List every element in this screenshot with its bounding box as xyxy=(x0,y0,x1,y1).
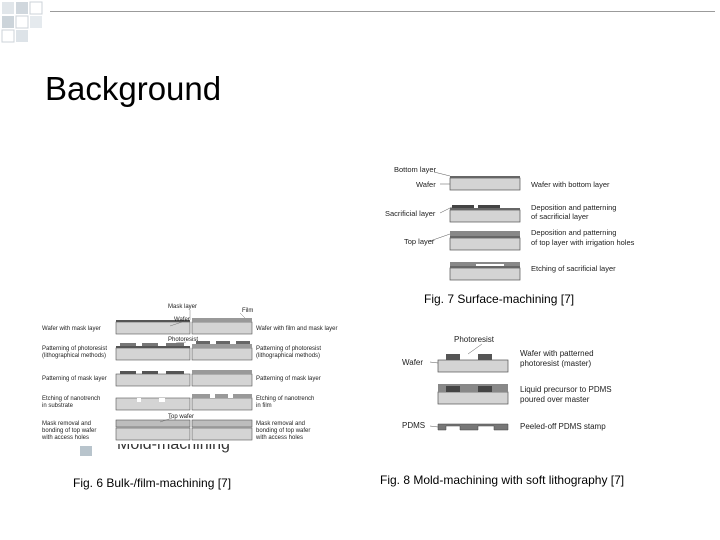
fig6-left-step5b: bonding of top wafer xyxy=(42,428,96,434)
fig6-right-step5c: with access holes xyxy=(255,435,303,441)
fig6-label-wafer: Wafer xyxy=(174,317,190,323)
fig6-left-step5c: with access holes xyxy=(41,435,89,441)
fig7-caption: Fig. 7 Surface-machining [7] xyxy=(424,292,575,306)
fig6-left-step4b: in substrate xyxy=(42,403,74,409)
corner-decoration xyxy=(1,1,43,43)
fig7-label-bottom-layer: Bottom layer xyxy=(394,165,437,174)
fig6-left-step1: Wafer with mask layer xyxy=(42,326,101,332)
fig6-right-step5a: Mask removal and xyxy=(256,421,305,427)
fig6-right-step2a: Patterning of photoresist xyxy=(256,346,321,352)
fig7-step1-label: Wafer with bottom layer xyxy=(531,180,610,189)
fig8-caption: Fig. 8 Mold-machining with soft lithogra… xyxy=(380,473,625,487)
fig8-step2-label-b: poured over master xyxy=(520,395,590,404)
fig6-caption: Fig. 6 Bulk-/film-machining [7] xyxy=(73,476,232,490)
bullet-mold-machining: Mold-machining xyxy=(117,436,230,453)
fig6-bulk-film-machining-diagram: Mask layer Film Wafer Photoresist Top wa… xyxy=(41,304,337,441)
fig6-left-step3: Patterning of mask layer xyxy=(42,376,107,382)
fig8-label-pdms: PDMS xyxy=(402,421,425,430)
fig6-left-step5a: Mask removal and xyxy=(42,421,91,427)
fig6-label-photoresist: Photoresist xyxy=(168,337,198,343)
fig6-left-step2a: Patterning of photoresist xyxy=(42,346,107,352)
fig6-right-step5b: bonding of top wafer xyxy=(256,428,310,434)
fig7-step4-label: Etching of sacrificial layer xyxy=(531,264,616,273)
fig6-label-mask-layer: Mask layer xyxy=(168,304,197,310)
fig6-right-step4b: in film xyxy=(256,403,272,409)
fig7-label-top-layer: Top layer xyxy=(404,237,435,246)
fig6-right-step2b: (lithographical methods) xyxy=(256,353,320,359)
header-rule xyxy=(50,11,715,34)
fig6-left-step2b: (lithographical methods) xyxy=(42,353,106,359)
fig6-left-step4a: Etching of nanotrench xyxy=(42,396,100,402)
fig7-label-wafer: Wafer xyxy=(416,180,436,189)
fig6-label-film: Film xyxy=(242,308,253,314)
fig8-step1-label-a: Wafer with patterned xyxy=(520,349,594,358)
fig7-surface-machining-diagram: Bottom layer Wafer Sacrificial layer Top… xyxy=(385,165,635,281)
fig7-step2-label-b: of sacrificial layer xyxy=(531,212,589,221)
fig7-step3-label-a: Deposition and patterning xyxy=(531,228,616,237)
fig6-right-step4a: Etching of nanotrench xyxy=(256,396,314,402)
fig6-right-step3: Patterning of mask layer xyxy=(256,376,321,382)
slide-title: Background xyxy=(45,70,222,107)
fig7-label-sacrificial-layer: Sacrificial layer xyxy=(385,209,436,218)
fig8-label-photoresist: Photoresist xyxy=(454,335,495,344)
fig8-label-wafer: Wafer xyxy=(402,358,423,367)
fig7-step2-label-a: Deposition and patterning xyxy=(531,203,616,212)
fig6-label-top-wafer: Top wafer xyxy=(168,414,194,420)
bullet-marker xyxy=(80,446,92,456)
fig6-right-step1: Wafer with film and mask layer xyxy=(256,326,337,332)
fig7-step3-label-b: of top layer with irrigation holes xyxy=(531,238,635,247)
fig8-step2-label-a: Liquid precursor to PDMS xyxy=(520,385,612,394)
fig8-step1-label-b: photoresist (master) xyxy=(520,359,591,368)
fig8-mold-machining-diagram: Photoresist Wafer PDMS Wafer with patter… xyxy=(402,335,612,431)
fig8-step3-label: Peeled-off PDMS stamp xyxy=(520,422,606,431)
